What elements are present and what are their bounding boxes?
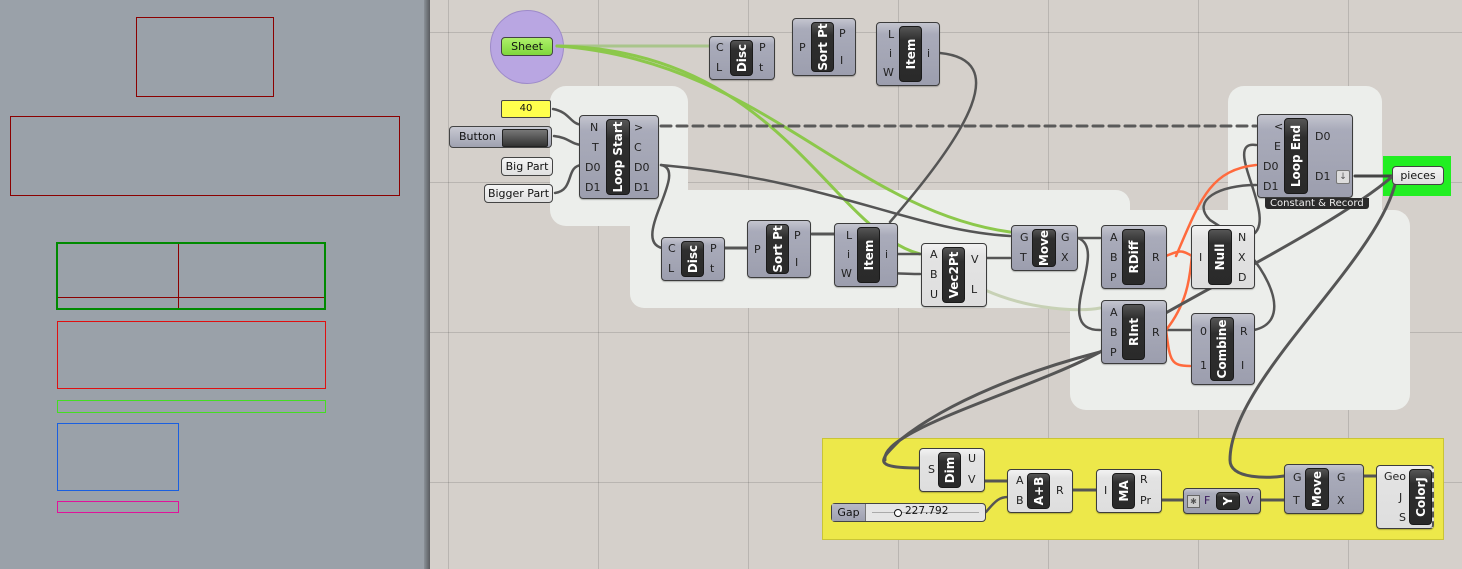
- move-mid-component[interactable]: G T Move G X: [1011, 225, 1078, 271]
- wire-gap-add: [984, 495, 1010, 514]
- factor-settings-icon[interactable]: ✱: [1187, 495, 1200, 508]
- wire-orange-combine1: [1164, 328, 1192, 368]
- grasshopper-canvas[interactable]: Sheet 40 Button Big Part Bigger Part pie…: [430, 0, 1462, 569]
- rhino-viewport[interactable]: [0, 0, 424, 569]
- wire-button-t: [552, 134, 584, 147]
- count-panel[interactable]: 40: [501, 100, 551, 118]
- wire-orange-rint: [1164, 254, 1194, 332]
- wire-vec2pt-l-rint: [983, 288, 1102, 312]
- vec2pt-component[interactable]: A B U Vec2Pt V L: [921, 243, 987, 307]
- colorj-component[interactable]: Geo J S ColorJ: [1376, 465, 1434, 529]
- wire-sheet-move: [555, 44, 1012, 234]
- wires-layer: [551, 44, 1398, 514]
- item-mid-component[interactable]: L i W Item i: [834, 223, 898, 287]
- button-toggle[interactable]: [502, 129, 548, 147]
- move-bottom-component[interactable]: G T Move G X: [1284, 464, 1364, 514]
- unit-y-component[interactable]: ✱ F Y V: [1183, 488, 1261, 514]
- loop-start-component[interactable]: N T D0 D1 Loop Start > C D0 D1: [579, 115, 659, 199]
- wire-orange-null-d0: [1174, 163, 1258, 258]
- addition-component[interactable]: A B A+B R: [1007, 469, 1073, 513]
- rint-component[interactable]: A B P RInt R: [1101, 300, 1167, 364]
- wire-orange-rdiff-null: [1164, 250, 1194, 258]
- button-param[interactable]: Button: [449, 126, 552, 148]
- placed-divider-v: [178, 244, 179, 308]
- rdiff-component[interactable]: A B P RDiff R: [1101, 225, 1167, 289]
- sheet-param[interactable]: Sheet: [501, 37, 553, 56]
- null-component[interactable]: I Null N X D: [1191, 225, 1255, 289]
- wire-dim-in: [882, 350, 1102, 470]
- magenta-rect: [57, 501, 179, 513]
- big-part-param[interactable]: Big Part: [501, 157, 553, 176]
- wire-count-n: [551, 107, 584, 127]
- slider-track[interactable]: [872, 512, 979, 513]
- sort-pt-mid-component[interactable]: P Sort Pt P I: [747, 220, 811, 278]
- placed-divider-h: [58, 297, 324, 298]
- big-part-rect: [10, 116, 400, 196]
- gap-slider[interactable]: Gap 227.792: [831, 503, 986, 522]
- bigger-part-param[interactable]: Bigger Part: [484, 184, 553, 203]
- wire-itemtop-item: [888, 51, 978, 224]
- green-strip-rect: [57, 400, 326, 413]
- combine-component[interactable]: 0 1 Combine R I: [1191, 313, 1255, 385]
- loop-end-component[interactable]: < E D0 D1 Loop End D0 D1 ↓: [1257, 114, 1353, 198]
- wire-bigger-d0: [553, 163, 584, 195]
- disc-top-component[interactable]: C L Disc P t: [709, 36, 775, 80]
- placed-green-rect: [56, 242, 326, 310]
- pieces-param[interactable]: pieces: [1392, 166, 1444, 185]
- viewport-splitter[interactable]: [424, 0, 430, 569]
- dim-component[interactable]: S Dim U V: [919, 448, 985, 492]
- slider-knob[interactable]: [894, 509, 902, 517]
- wire-move-rint: [1076, 236, 1102, 332]
- blue-rect: [57, 423, 179, 491]
- disc-mid-component[interactable]: C L Disc P t: [661, 237, 725, 281]
- wire-d0-move: [659, 163, 1012, 238]
- flatten-down-arrow-icon[interactable]: ↓: [1336, 170, 1350, 184]
- red-rect: [57, 321, 326, 389]
- wire-d0-disc: [651, 163, 671, 250]
- item-top-component[interactable]: L i W Item i: [876, 22, 940, 86]
- wire-pieces-move: [1228, 178, 1398, 479]
- loop-end-caption: Constant & Record: [1265, 198, 1369, 209]
- sheet-rect: [136, 17, 274, 97]
- sort-pt-top-component[interactable]: P Sort Pt P I: [792, 18, 856, 76]
- wire-null-loopend-e: [1242, 143, 1261, 237]
- mass-addition-component[interactable]: I MA R Pr: [1096, 469, 1162, 513]
